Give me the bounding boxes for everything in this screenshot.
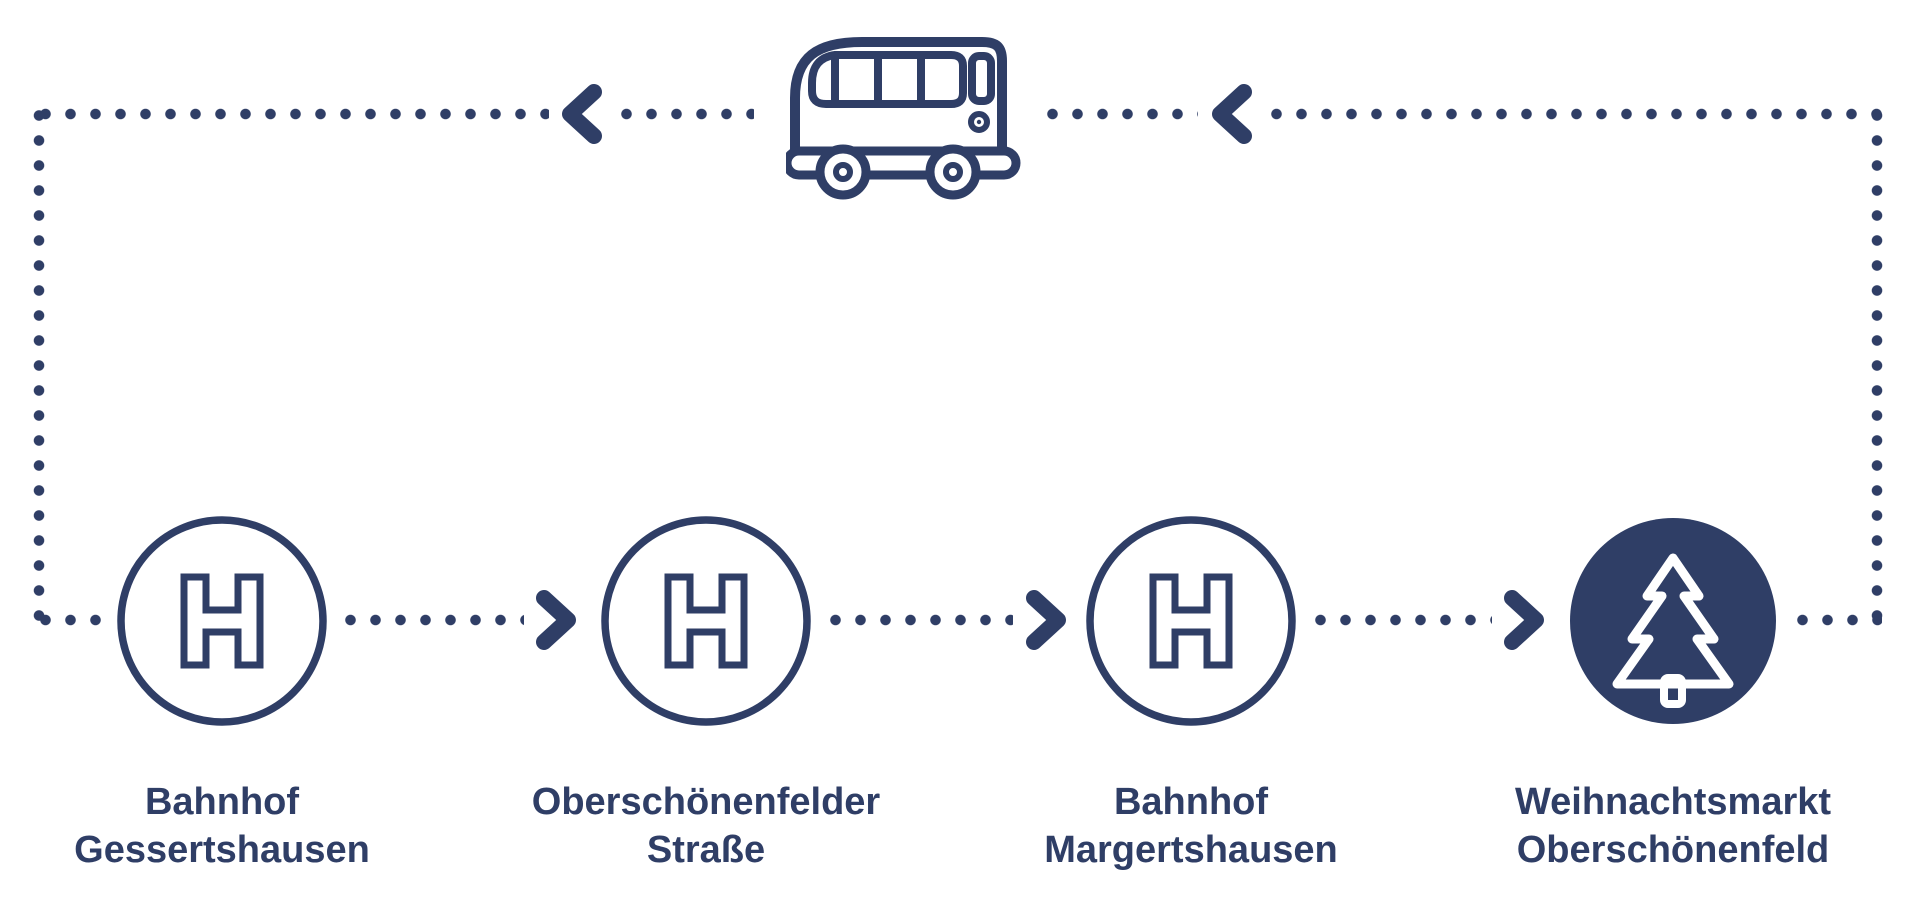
stop-label-line: Oberschönenfeld [1516, 829, 1830, 871]
tree-trunk [1660, 674, 1686, 708]
stop-label-line: Straße [646, 829, 766, 871]
stop-label-weihnachtsmarkt-oberschoenenfeld: Weihnachtsmarkt Oberschönenfeld [1433, 778, 1913, 874]
stop-label-gessertshausen: Bahnhof Gessertshausen [0, 778, 462, 874]
bus-wheel-hub [833, 162, 853, 182]
stop-label-oberschoenenfelder-strasse: Oberschönenfelder Straße [466, 778, 946, 874]
bus-window-dividers [831, 55, 925, 104]
route-dotted-line-top [33, 108, 549, 120]
route-dotted-line-bottom [823, 614, 1013, 626]
stop-label-line: Margertshausen [1044, 829, 1338, 871]
route-dotted-line-right [1871, 103, 1883, 625]
route-dotted-line-left [33, 103, 45, 625]
route-dotted-line-top [1264, 108, 1882, 120]
route-dotted-line-bottom [1308, 614, 1492, 626]
route-dotted-line-bottom [1790, 614, 1882, 626]
stop-label-line: Weihnachtsmarkt [1514, 781, 1832, 823]
stop-label-line: Bahnhof [144, 781, 300, 823]
bus-stop-h-icon [601, 516, 811, 726]
h-letter [1149, 573, 1233, 669]
bus-icon [786, 37, 1021, 200]
stop-label-margertshausen: Bahnhof Margertshausen [951, 778, 1431, 874]
bus-handle-dot [976, 119, 982, 125]
h-letter [664, 573, 748, 669]
arrow-left-icon [1212, 84, 1252, 144]
stop-label-line: Bahnhof [1113, 781, 1269, 823]
arrow-right-icon [536, 590, 576, 650]
christmas-tree-icon [1570, 518, 1776, 724]
route-dotted-line-bottom [33, 614, 113, 626]
bus-stop-h-icon [1086, 516, 1296, 726]
bus-door-window [968, 52, 995, 105]
route-dotted-line-top [614, 108, 754, 120]
bus-wheel-hub [943, 162, 963, 182]
bus-stop-h-icon [117, 516, 327, 726]
stop-label-line: Oberschönenfelder [531, 781, 881, 823]
arrow-right-icon [1026, 590, 1066, 650]
bus-windows [808, 51, 967, 108]
arrow-right-icon [1504, 590, 1544, 650]
stop-label-line: Gessertshausen [74, 829, 370, 871]
route-dotted-line-top [1040, 108, 1198, 120]
arrow-left-icon [562, 84, 602, 144]
tree-branches [1612, 553, 1734, 689]
route-dotted-line-bottom [338, 614, 524, 626]
h-letter [180, 573, 264, 669]
